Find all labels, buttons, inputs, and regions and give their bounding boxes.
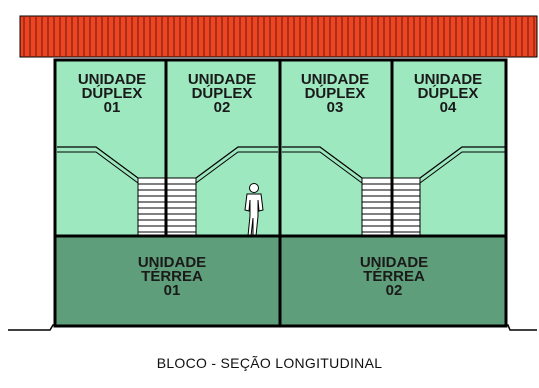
drawing-caption: BLOCO - SEÇÃO LONGITUDINAL [156, 355, 383, 371]
stairs [57, 146, 505, 237]
person-figure-icon [244, 183, 264, 237]
roof [19, 15, 538, 58]
ground-line [8, 324, 537, 331]
walls [53, 58, 508, 328]
